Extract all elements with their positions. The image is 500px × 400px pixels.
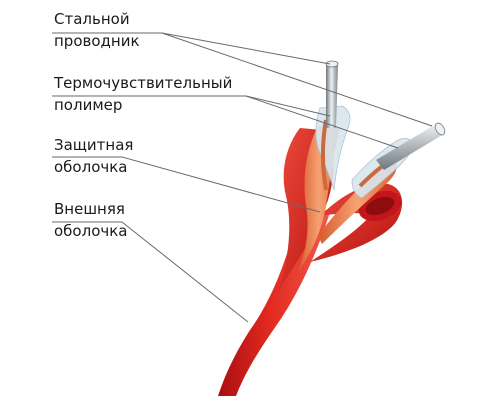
copper-layer-left	[321, 119, 328, 191]
label-steel-conductor-line2: проводник	[54, 32, 140, 50]
leader-protective	[121, 156, 321, 213]
label-outer-sheath: Внешняя оболочка	[54, 198, 127, 242]
label-thermo-polymer-line1: Термочувствительный	[54, 74, 233, 92]
label-protective-sheath-line2: оболочка	[54, 158, 128, 176]
label-steel-conductor-line1: Стальной	[54, 10, 130, 28]
leader-steel-left	[161, 32, 331, 65]
label-thermo-polymer-line2: полимер	[54, 96, 123, 114]
steel-conductor-right-tip	[434, 122, 446, 136]
leader-outer	[121, 221, 249, 323]
leader-polymer-left	[245, 95, 331, 117]
leader-polymer-right	[245, 95, 399, 149]
label-steel-conductor: Стальной проводник	[54, 8, 140, 52]
label-protective-sheath-line1: Защитная	[54, 136, 134, 154]
leader-steel-right	[161, 32, 433, 127]
label-outer-sheath-line1: Внешняя	[54, 200, 125, 218]
steel-conductor-left	[326, 64, 338, 128]
steel-conductor-right	[376, 124, 444, 170]
outer-sheath-right-inner	[365, 196, 395, 216]
leader-lines	[52, 32, 433, 323]
label-outer-sheath-line2: оболочка	[54, 222, 128, 240]
steel-conductor-left-tip	[325, 60, 339, 68]
label-thermo-polymer: Термочувствительный полимер	[54, 72, 232, 116]
label-protective-sheath: Защитная оболочка	[54, 134, 133, 178]
